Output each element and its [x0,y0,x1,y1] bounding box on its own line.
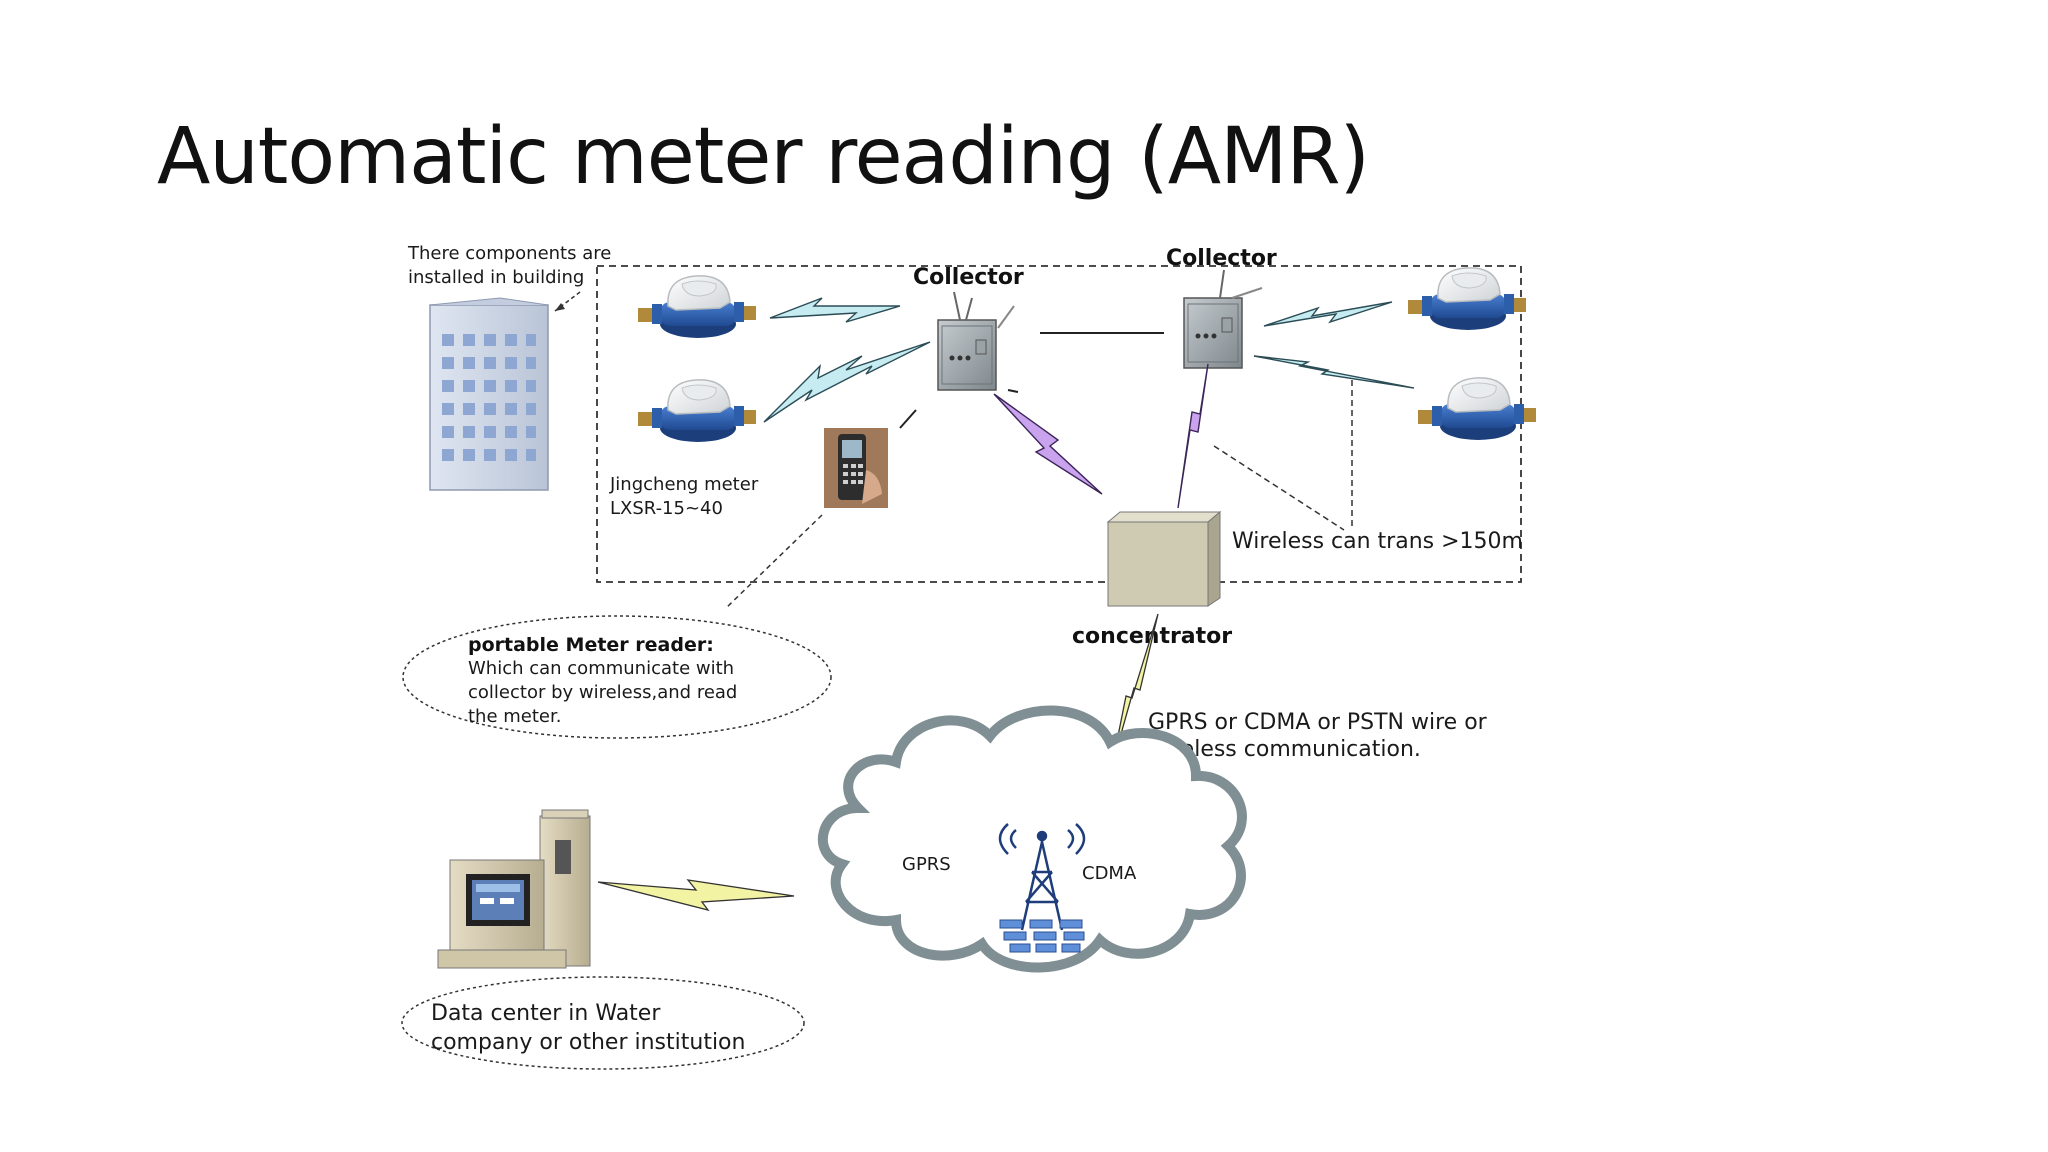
meter-label-line2: LXSR-15~40 [610,498,723,519]
building-note-line1: There components are [407,243,611,264]
water-meter-icon [637,275,757,339]
portable-reader-line2: collector by wireless,and read [468,682,737,703]
portable-reader-title: portable Meter reader: [468,634,714,656]
building-note-line2: installed in building [408,267,584,288]
cell-tower-icon [998,823,1086,931]
collector-left-icon [937,291,1015,391]
portable-meter-reader-icon [824,428,888,508]
cloud-gprs-label: GPRS [902,854,951,875]
wireless-bolt-icon [597,879,795,912]
data-center-callout [401,976,805,1070]
water-meter-icon [1407,267,1527,331]
slide-title: Automatic meter reading (AMR) [157,112,1370,202]
water-meter-icon [637,379,757,443]
cloud-cdma-label: CDMA [1082,863,1137,884]
comm-note-line1: GPRS or CDMA or PSTN wire or [1148,710,1488,735]
collector-left-label: Collector [913,265,1024,290]
data-center-line1: Data center in Water [431,1001,661,1026]
water-meter-icon [1417,377,1537,441]
concentrator-icon [1106,510,1222,607]
portable-reader-line3: the meter. [468,706,561,727]
portable-reader-callout [402,615,832,739]
tower-base-icon [999,919,1085,953]
wireless-bolt-icon [763,297,1415,423]
collector-right-icon [1183,269,1263,369]
wireless-range-label: Wireless can trans >150m [1232,529,1523,554]
wireless-bolt-icon [993,363,1209,509]
data-center-computer-icon [437,809,591,969]
network-cloud-icon [818,705,1247,973]
meter-label-line1: Jingcheng meter [609,474,759,495]
data-center-line2: company or other institution [431,1030,745,1055]
collector-right-label: Collector [1166,246,1277,271]
building-icon [429,297,549,491]
portable-reader-line1: Which can communicate with [468,658,734,679]
